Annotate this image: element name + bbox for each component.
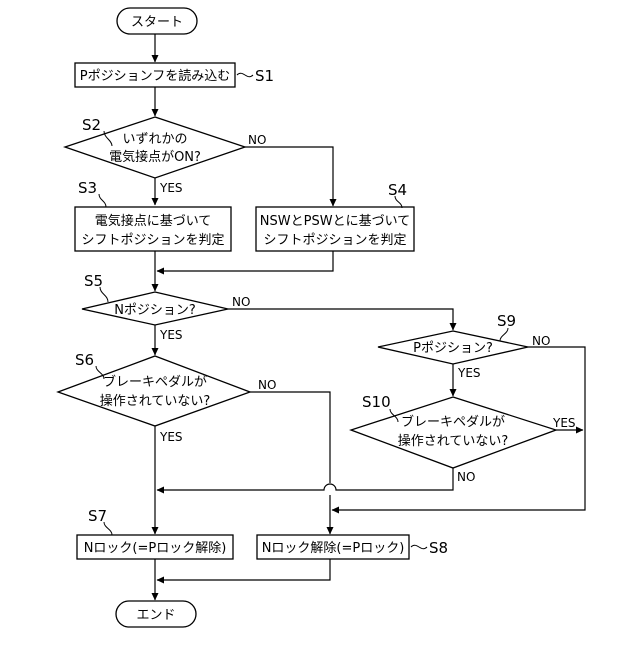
step-s8-box: Nロック解除(=Pロック) <box>257 535 409 559</box>
s2-no-label: NO <box>248 133 266 147</box>
s6-label: S6 <box>75 351 94 369</box>
s6-text-line1: ブレーキペダルが <box>103 374 207 390</box>
s4-label: S4 <box>388 181 407 199</box>
s10-label: S10 <box>362 393 391 411</box>
s1-label: S1 <box>255 67 274 85</box>
s4-text-line1: NSWとPSWとに基づいて <box>260 214 410 229</box>
s5-no-label: NO <box>232 295 250 309</box>
arrow-s5-no-s9 <box>228 309 453 330</box>
decision-s9: Pポジション? <box>378 331 528 364</box>
s1-text: Pポジションフを読み込む <box>80 68 230 84</box>
s8-text: Nロック解除(=Pロック) <box>262 541 405 556</box>
s6-text-line2: 操作されていない? <box>100 393 211 409</box>
start-terminal: スタート <box>117 8 197 34</box>
s10-yes-label: YES <box>552 416 576 430</box>
line-s6-no <box>250 392 330 483</box>
step-s1-box: Pポジションフを読み込む <box>75 63 235 87</box>
s9-text: Pポジション? <box>413 341 493 356</box>
s5-text: Nポジション? <box>114 303 196 318</box>
s2-label: S2 <box>82 116 101 134</box>
end-label: エンド <box>136 608 175 623</box>
s8-label: S8 <box>429 539 448 557</box>
s1-leader <box>237 73 253 76</box>
s7-label: S7 <box>88 507 107 525</box>
arrow-s8-merge <box>157 559 330 580</box>
s10-no-label: NO <box>457 470 475 484</box>
s2-text-line1: いずれかの <box>122 132 187 147</box>
s8-leader <box>411 545 427 548</box>
arrow-s2-no-s4 <box>245 147 333 206</box>
s9-no-label: NO <box>532 334 550 348</box>
arrow-s4-merge <box>157 251 333 271</box>
step-s3-box: 電気接点に基づいて シフトポジションを判定 <box>75 207 231 251</box>
s10-text-line2: 操作されていない? <box>398 433 509 449</box>
s10-text-line1: ブレーキペダルが <box>401 414 505 430</box>
s6-no-label: NO <box>258 378 276 392</box>
s9-yes-label: YES <box>457 366 481 380</box>
end-terminal: エンド <box>116 601 196 627</box>
s3-label: S3 <box>78 179 97 197</box>
s5-label: S5 <box>84 272 103 290</box>
s3-text-line2: シフトポジションを判定 <box>81 233 224 248</box>
s4-text-line2: シフトポジションを判定 <box>263 233 406 248</box>
step-s7-box: Nロック(=Pロック解除) <box>77 535 233 559</box>
connectors <box>155 34 585 600</box>
s2-yes-label: YES <box>159 181 183 195</box>
s6-yes-label: YES <box>159 430 183 444</box>
s3-text-line1: 電気接点に基づいて <box>95 213 212 229</box>
s5-yes-label: YES <box>159 328 183 342</box>
s7-text: Nロック(=Pロック解除) <box>84 541 227 556</box>
decision-s5: Nポジション? <box>82 292 228 325</box>
arrow-s10-no-merge <box>157 468 453 490</box>
start-label: スタート <box>131 15 183 30</box>
s9-label: S9 <box>497 312 516 330</box>
s3-leader <box>99 194 106 207</box>
s2-text-line2: 電気接点がON? <box>109 149 201 165</box>
step-s4-box: NSWとPSWとに基づいて シフトポジションを判定 <box>256 207 414 251</box>
